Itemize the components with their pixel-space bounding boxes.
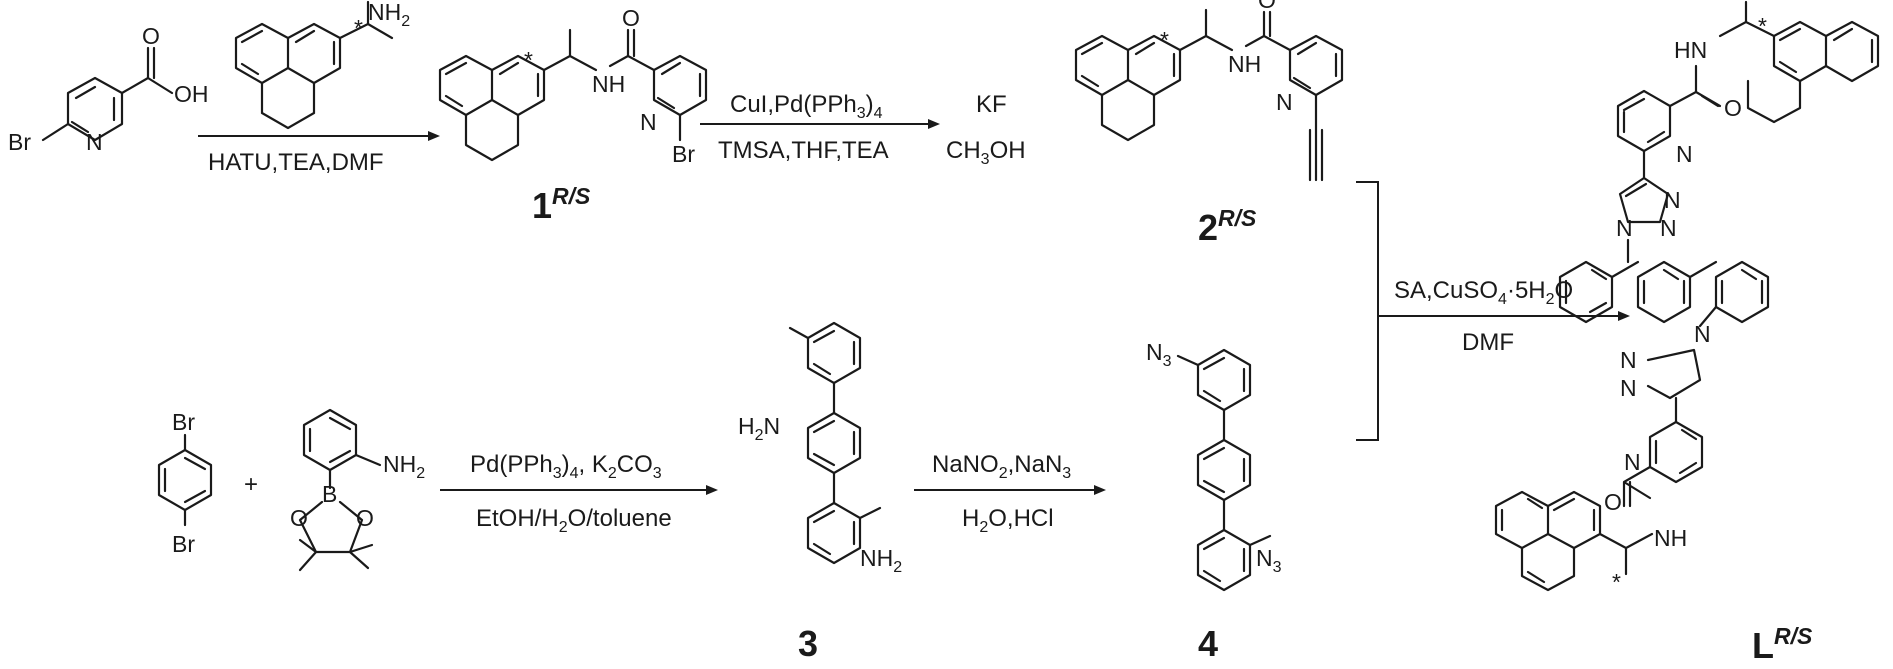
step6-bottom-conditions: H2O,HCl (962, 505, 1054, 536)
compound-4: N3 N3 4 (1146, 339, 1282, 664)
nh2-group: NH2 (860, 545, 902, 576)
compound-1-label: 1R/S (532, 183, 591, 226)
step2-top-conditions: CuI,Pd(PPh3)4 (730, 91, 883, 122)
o-atom: O (1604, 489, 1622, 515)
product-L-label: LR/S (1752, 623, 1813, 666)
triazole-n: N (1694, 321, 1711, 347)
compound-4-label: 4 (1198, 623, 1218, 664)
chiral-star: * (354, 15, 363, 41)
aminophenyl-pinacol-boronate: NH2 B O O (290, 408, 425, 572)
step2-bottom-conditions: TMSA,THF,TEA (718, 137, 889, 164)
br-atom: Br (8, 129, 31, 155)
triazole-n: N (1620, 347, 1637, 373)
n3-group: N3 (1256, 545, 1282, 576)
step3-top-conditions: KF (976, 91, 1007, 118)
nh2-group: NH2 (383, 451, 425, 482)
o-atom: O (1724, 95, 1742, 121)
chiral-star: * (524, 47, 533, 73)
step4-bottom-conditions: DMF (1462, 329, 1514, 356)
dibromobenzene: Br Br + (157, 409, 258, 557)
n-atom: N (1676, 141, 1693, 167)
o-atom: O (356, 505, 374, 531)
plus-sign: + (244, 471, 258, 498)
product-L: * HN O N N N N N N N N O (1494, 0, 1880, 666)
o-atom: O (1258, 0, 1276, 13)
step1-conditions: HATU,TEA,DMF (208, 149, 384, 176)
step6-top-conditions: NaNO2,NaN3 (932, 451, 1071, 482)
bromopicolinic-acid: Br N O OH (8, 23, 209, 155)
triazole-n: N (1620, 375, 1637, 401)
compound-2: * NH O N 2R/S (1074, 0, 1344, 248)
chiral-star: * (1612, 569, 1621, 595)
o-atom: O (142, 23, 160, 49)
arrow-step2: CuI,Pd(PPh3)4 TMSA,THF,TEA KF CH3OH (700, 91, 1026, 168)
compound-2-label: 2R/S (1198, 205, 1257, 248)
step3-bottom-conditions: CH3OH (946, 137, 1026, 168)
o-atom: O (290, 505, 308, 531)
oh-group: OH (174, 81, 209, 107)
nh-group: NH (592, 71, 625, 97)
step4-top-conditions: SA,CuSO4·5H2O (1394, 277, 1573, 308)
arrow-step1: HATU,TEA,DMF (198, 131, 440, 176)
n-atom: N (1624, 449, 1641, 475)
nh-group: NH (1654, 525, 1687, 551)
chiral-star: * (1758, 13, 1767, 39)
compound-3-label: 3 (798, 623, 818, 664)
convergence-bracket: SA,CuSO4·5H2O DMF (1356, 181, 1630, 441)
n-atom: N (1276, 89, 1293, 115)
h2n-group: H2N (738, 413, 780, 444)
triazole-n: N (1664, 187, 1681, 213)
arrow-step6: NaNO2,NaN3 H2O,HCl (914, 451, 1106, 536)
nh-group: NH (1228, 51, 1261, 77)
br-atom: Br (172, 531, 195, 557)
n3-group: N3 (1146, 339, 1172, 370)
compound-1: * NH O N Br 1R/S (438, 5, 708, 226)
n-atom: N (640, 109, 657, 135)
step5-bottom-conditions: EtOH/H2O/toluene (476, 505, 672, 536)
n-atom: N (86, 129, 103, 155)
o-atom: O (622, 5, 640, 31)
triazole-n: N (1616, 215, 1633, 241)
naphthylethylamine: * NH2 (234, 0, 410, 130)
nh2-group: NH2 (368, 0, 410, 30)
triazole-n: N (1660, 215, 1677, 241)
br-atom: Br (172, 409, 195, 435)
compound-3: H2N NH2 3 (738, 321, 902, 664)
br-atom: Br (672, 141, 695, 167)
b-atom: B (322, 481, 337, 507)
step5-top-conditions: Pd(PPh3)4, K2CO3 (470, 451, 662, 482)
chiral-star: * (1160, 27, 1169, 53)
arrow-step5: Pd(PPh3)4, K2CO3 EtOH/H2O/toluene (440, 451, 718, 536)
hn-group: HN (1674, 37, 1707, 63)
